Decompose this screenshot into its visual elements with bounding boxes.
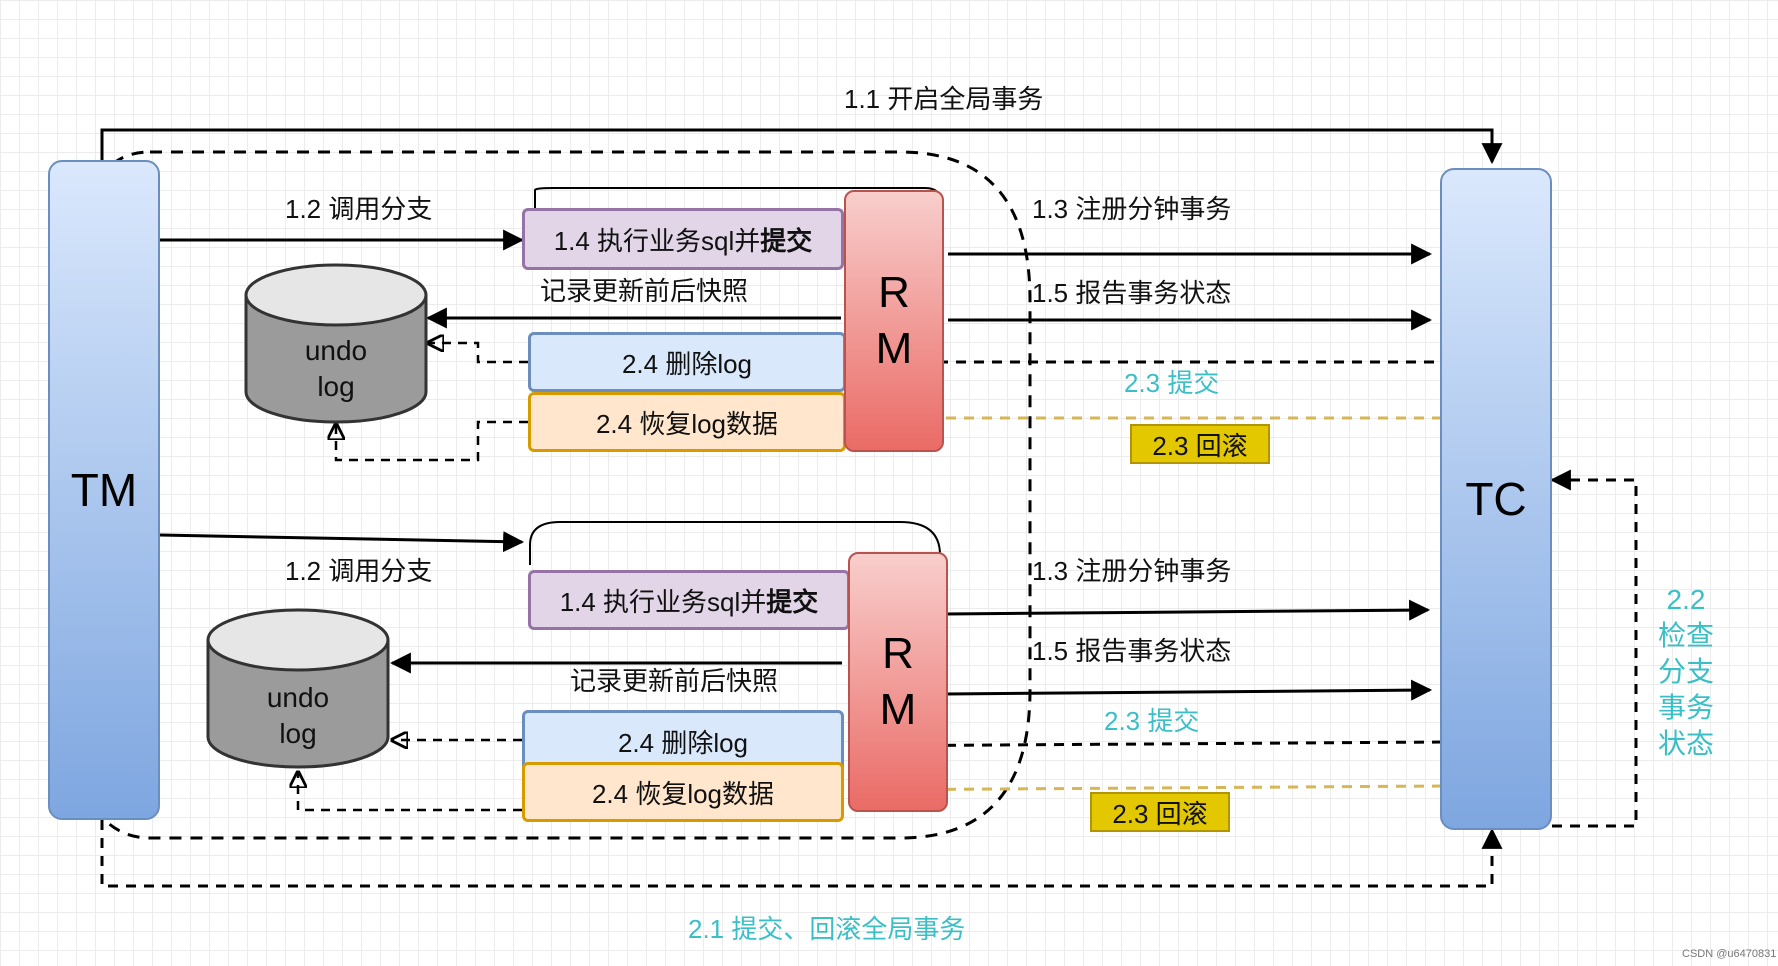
restore-log-box-1[interactable]: 2.4 恢复log数据 xyxy=(528,392,846,452)
tm-node[interactable]: TM xyxy=(48,160,160,820)
undo-log-label-1: undo log xyxy=(286,333,386,405)
restore-log-box-2[interactable]: 2.4 恢复log数据 xyxy=(522,762,844,822)
exec-sql-commit-box-1[interactable]: 1.4 执行业务sql并提交 xyxy=(522,208,844,270)
tc-node[interactable]: TC xyxy=(1440,168,1552,830)
rm-label-m-2: M xyxy=(879,685,917,734)
rm-label-r-1: R xyxy=(878,268,910,317)
rm-node-2[interactable]: R M xyxy=(848,552,948,812)
commit-rollback-global-label: 2.1 提交、回滚全局事务 xyxy=(688,914,966,944)
arrow-restore-log-1 xyxy=(336,420,528,462)
record-snapshot-label-2: 记录更新前后快照 xyxy=(570,666,779,696)
undo-word-2: undo xyxy=(266,682,330,713)
rollback-box-2: 2.3 回滚 xyxy=(1090,792,1230,832)
exec-sql-bold-2: 提交 xyxy=(766,586,819,617)
register-branch-label-2: 1.3 注册分钟事务 xyxy=(1032,556,1232,586)
rollback-label-2: 2.3 回滚 xyxy=(1112,798,1208,829)
arrow-start-global xyxy=(100,128,1503,165)
report-status-label-2: 1.5 报告事务状态 xyxy=(1032,636,1232,666)
arrow-commit-2 xyxy=(847,735,1443,757)
record-snapshot-label-1: 记录更新前后快照 xyxy=(540,276,749,306)
rm-label-r-2: R xyxy=(882,629,914,678)
rm-label-m-1: M xyxy=(875,324,913,373)
exec-sql-commit-box-2[interactable]: 1.4 执行业务sql并提交 xyxy=(528,570,850,630)
rm-node-1[interactable]: R M xyxy=(844,190,944,452)
delete-log-box-2[interactable]: 2.4 删除log xyxy=(522,710,844,772)
arrow-rollback-2 xyxy=(849,779,1443,801)
check-branch-status-label: 2.2 检查 分支 事务 状态 xyxy=(1658,584,1715,759)
branch-2-container xyxy=(529,521,941,565)
commit-label-1: 2.3 提交 xyxy=(1124,368,1220,398)
undo-log-db-1 xyxy=(244,263,428,424)
tc-label: TC xyxy=(1465,473,1527,525)
arrow-register-branch-2 xyxy=(945,599,1431,621)
arrow-call-branch-2 xyxy=(159,531,525,553)
log-word-1: log xyxy=(317,371,355,402)
delete-log-label-2: 2.4 删除log xyxy=(617,727,749,758)
arrow-report-status-2 xyxy=(945,679,1433,701)
rollback-label-1: 2.3 回滚 xyxy=(1152,430,1248,461)
delete-log-box-1[interactable]: 2.4 删除log xyxy=(528,332,846,392)
call-branch-label-2: 1.2 调用分支 xyxy=(285,556,433,586)
rollback-box-1: 2.3 回滚 xyxy=(1130,424,1270,464)
delete-log-label-1: 2.4 删除log xyxy=(621,348,753,379)
restore-log-label-1: 2.4 恢复log数据 xyxy=(595,408,779,439)
exec-sql-label-1: 1.4 执行业务sql并 xyxy=(553,225,761,256)
exec-sql-label-2: 1.4 执行业务sql并 xyxy=(559,586,767,617)
arrow-restore-log-2 xyxy=(298,772,522,812)
report-status-label-1: 1.5 报告事务状态 xyxy=(1032,278,1232,308)
commit-label-2: 2.3 提交 xyxy=(1104,706,1200,736)
exec-sql-bold-1: 提交 xyxy=(760,225,813,256)
watermark: CSDN @u6470831 xyxy=(1682,948,1777,960)
arrow-check-branch-status xyxy=(1549,469,1638,828)
arrow-delete-log-1 xyxy=(428,343,528,364)
arrow-commit-rollback-global xyxy=(100,820,1503,888)
log-word-2: log xyxy=(279,718,317,749)
undo-word-1: undo xyxy=(304,335,368,366)
restore-log-label-2: 2.4 恢复log数据 xyxy=(591,778,775,809)
register-branch-label-1: 1.3 注册分钟事务 xyxy=(1032,194,1232,224)
start-global-tx-label: 1.1 开启全局事务 xyxy=(844,84,1044,114)
undo-log-label-2: undo log xyxy=(248,680,348,752)
call-branch-label-1: 1.2 调用分支 xyxy=(285,194,433,224)
tm-label: TM xyxy=(70,464,138,516)
undo-log-db-2 xyxy=(206,608,390,769)
